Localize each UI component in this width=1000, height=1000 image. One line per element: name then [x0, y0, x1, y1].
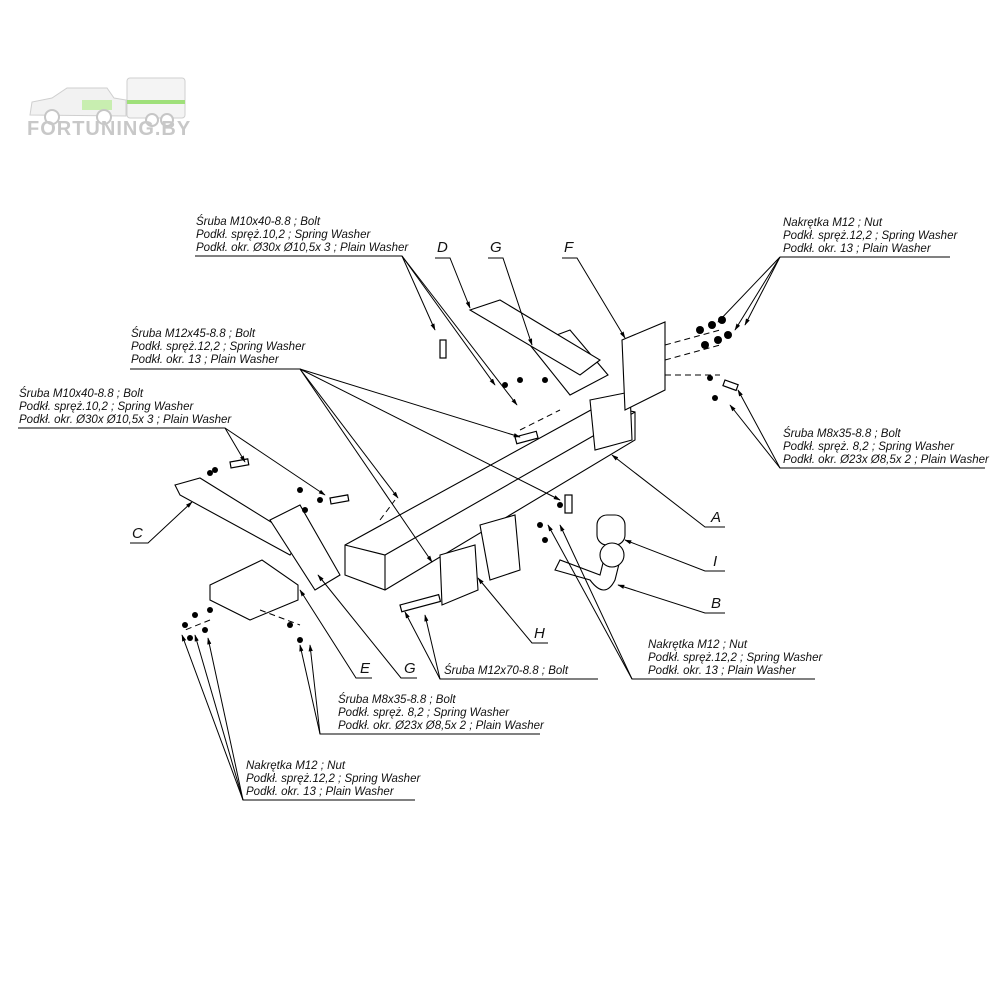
callout-line: Śruba M10x40-8.8 ; Bolt [196, 216, 321, 228]
callout-line: Podkł. okr. 13 ; Plain Washer [246, 786, 394, 798]
callout-line: Podkł. okr. Ø30x Ø10,5x 3 ; Plain Washer [19, 414, 232, 426]
bracket-e [209, 559, 299, 621]
leader-lines [18, 255, 985, 801]
callout-line: Podkł. spręż.10,2 ; Spring Washer [19, 401, 194, 413]
truck-trailer-logo-icon [29, 77, 186, 127]
callout-line: Podkł. okr. Ø23x Ø8,5x 2 ; Plain Washer [783, 454, 989, 466]
ball-cap-i [596, 514, 626, 546]
callout-line: Śruba M12x45-8.8 ; Bolt [131, 328, 256, 340]
part-letter-d: D [437, 239, 448, 256]
callout-line: Nakrętka M12 ; Nut [648, 639, 748, 651]
part-letter-i: I [713, 553, 718, 570]
callout-line: Podkł. spręż.12,2 ; Spring Washer [648, 652, 823, 664]
callout-line: Śruba M10x40-8.8 ; Bolt [19, 388, 144, 400]
part-letter-e: E [360, 660, 371, 677]
callout-left-bolt: Śruba M10x40-8.8 ; Bolt Podkł. spręż.10,… [19, 388, 231, 427]
callout-center-nut: Nakrętka M12 ; Nut Podkł. spręż.12,2 ; S… [648, 639, 822, 678]
bracket-d [468, 299, 601, 376]
parts [174, 299, 666, 621]
callout-right-bolt: Śruba M8x35-8.8 ; Bolt Podkł. spręż. 8,2… [783, 428, 989, 467]
callout-line: Podkł. spręż.12,2 ; Spring Washer [246, 773, 421, 785]
callout-line: Nakrętka M12 ; Nut [783, 217, 883, 229]
callout-line: Podkł. spręż.12,2 ; Spring Washer [131, 341, 306, 353]
part-letter-f: F [564, 239, 574, 256]
callout-line: Śruba M8x35-8.8 ; Bolt [783, 428, 901, 440]
part-letter-c: C [132, 525, 143, 542]
callout-line: Podkł. okr. 13 ; Plain Washer [783, 243, 931, 255]
callout-line: Podkł. okr. 13 ; Plain Washer [648, 665, 796, 677]
callout-top-left-bolt: Śruba M10x40-8.8 ; Bolt Podkł. spręż.10,… [196, 216, 408, 255]
part-letter-b: B [711, 595, 722, 612]
logo-text: FORTUNING.BY [27, 118, 192, 140]
part-letter-g-bottom: G [404, 660, 416, 677]
crossbar-end-plate [589, 391, 633, 451]
part-letter-a: A [711, 509, 722, 526]
callout-lower-bolt: Śruba M8x35-8.8 ; Bolt Podkł. spręż. 8,2… [338, 694, 544, 733]
bracket-f [621, 321, 666, 411]
callout-line: Podkł. spręż. 8,2 ; Spring Washer [783, 441, 955, 453]
bolts [229, 339, 739, 613]
callout-line: Podkł. spręż. 8,2 ; Spring Washer [338, 707, 510, 719]
callout-top-right-nut: Nakrętka M12 ; Nut Podkł. spręż.12,2 ; S… [783, 217, 957, 256]
callout-line: Śruba M12x70-8.8 ; Bolt [444, 665, 569, 677]
callout-line: Podkł. okr. Ø30x Ø10,5x 3 ; Plain Washer [196, 242, 409, 254]
callout-line: Podkł. spręż.12,2 ; Spring Washer [783, 230, 958, 242]
ball-mount-plate-h [439, 544, 479, 606]
callout-center-bolt: Śruba M12x45-8.8 ; Bolt Podkł. spręż.12,… [131, 328, 305, 367]
socket-holder [479, 514, 521, 581]
callout-long-bolt: Śruba M12x70-8.8 ; Bolt [444, 665, 568, 678]
callout-bottom-nut: Nakrętka M12 ; Nut Podkł. spręż.12,2 ; S… [246, 760, 420, 799]
callout-line: Podkł. spręż.10,2 ; Spring Washer [196, 229, 371, 241]
callout-line: Nakrętka M12 ; Nut [246, 760, 346, 772]
callout-line: Podkł. okr. 13 ; Plain Washer [131, 354, 279, 366]
assembly-lines [184, 329, 721, 631]
part-letter-g-top: G [490, 239, 502, 256]
part-letter-h: H [534, 625, 545, 642]
callout-line: Podkł. okr. Ø23x Ø8,5x 2 ; Plain Washer [338, 720, 544, 732]
bracket-g-bottom [269, 504, 341, 591]
callout-line: Śruba M8x35-8.8 ; Bolt [338, 694, 456, 706]
